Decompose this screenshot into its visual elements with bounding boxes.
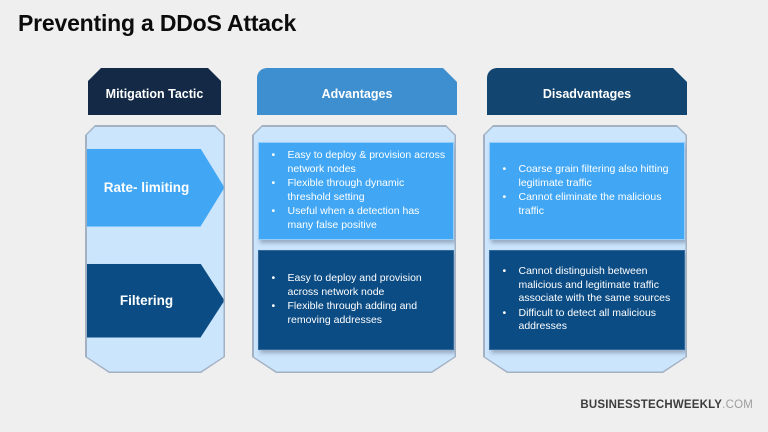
panel-disadvantages: Coarse grain filtering also hitting legi… <box>483 125 687 373</box>
panel-advantages: Easy to deploy & provision across networ… <box>252 125 456 373</box>
disadvantages-rate-limiting-list: Coarse grain filtering also hitting legi… <box>490 158 684 223</box>
panel-advantages-fill: Easy to deploy & provision across networ… <box>254 127 455 372</box>
disadvantages-filtering-list: Cannot distinguish between malicious and… <box>490 260 684 339</box>
panel-disadvantages-fill: Coarse grain filtering also hitting legi… <box>485 127 686 372</box>
list-item: Useful when a detection has many false p… <box>259 205 447 232</box>
list-item: Cannot eliminate the malicious traffic <box>490 191 678 218</box>
list-item: Flexible through adding and removing add… <box>259 300 447 327</box>
panel-mitigation-tactic-fill: Rate- limiting Filtering <box>87 127 224 372</box>
list-item: Easy to deploy and provision across netw… <box>259 272 447 299</box>
header-disadvantages-label: Disadvantages <box>542 87 632 101</box>
list-item: Easy to deploy & provision across networ… <box>259 149 447 176</box>
footer-watermark: BUSINESSTECHWEEKLY.COM <box>580 399 753 411</box>
footer-brand-suffix: .COM <box>722 399 753 411</box>
advantages-rate-limiting-list: Easy to deploy & provision across networ… <box>259 144 453 237</box>
advantages-filtering-list: Easy to deploy and provision across netw… <box>259 267 453 332</box>
header-advantages: Advantages <box>257 68 457 115</box>
page-title: Preventing a DDoS Attack <box>18 10 297 36</box>
header-disadvantages: Disadvantages <box>487 68 687 115</box>
panel-mitigation-tactic: Rate- limiting Filtering <box>85 125 225 373</box>
disadvantages-rate-limiting-cell: Coarse grain filtering also hitting legi… <box>489 142 685 240</box>
tactic-arrow-filtering: Filtering <box>87 264 225 338</box>
header-mitigation-tactic: Mitigation Tactic <box>88 68 221 115</box>
footer-brand: BUSINESSTECHWEEKLY <box>580 399 723 411</box>
list-item: Cannot distinguish between malicious and… <box>490 265 678 306</box>
list-item: Flexible through dynamic threshold setti… <box>259 177 447 204</box>
list-item: Difficult to detect all malicious addres… <box>490 307 678 334</box>
advantages-rate-limiting-cell: Easy to deploy & provision across networ… <box>258 142 454 240</box>
header-advantages-label: Advantages <box>321 87 393 101</box>
advantages-filtering-cell: Easy to deploy and provision across netw… <box>258 250 454 350</box>
header-mitigation-tactic-label: Mitigation Tactic <box>105 87 204 101</box>
tactic-filtering-label: Filtering <box>119 293 174 308</box>
tactic-arrow-rate-limiting: Rate- limiting <box>87 149 225 227</box>
disadvantages-filtering-cell: Cannot distinguish between malicious and… <box>489 250 685 350</box>
tactic-rate-limiting-label: Rate- limiting <box>103 180 190 195</box>
list-item: Coarse grain filtering also hitting legi… <box>490 163 678 190</box>
